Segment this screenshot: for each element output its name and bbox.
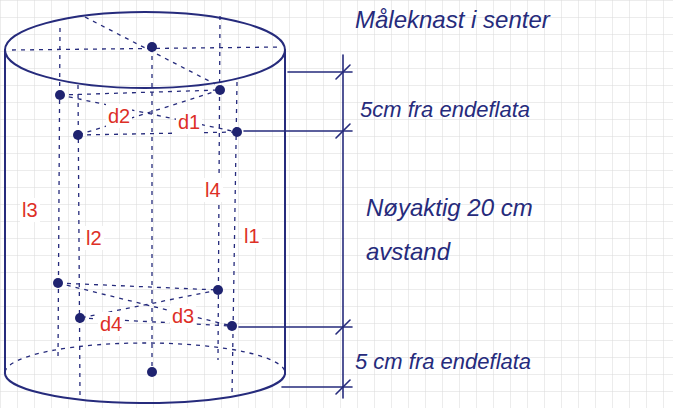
length-label: l1 bbox=[242, 224, 262, 248]
bottom-ellipse-back bbox=[5, 343, 285, 374]
distance-label: d2 bbox=[106, 104, 132, 128]
distance-label: d4 bbox=[98, 312, 124, 336]
dimension-text: Nøyaktig 20 cm avstand bbox=[366, 186, 591, 274]
diameter-line bbox=[60, 95, 237, 132]
ring-line bbox=[58, 283, 218, 290]
dimension-tick bbox=[336, 65, 350, 79]
ring-line bbox=[78, 132, 237, 135]
length-label: l2 bbox=[84, 226, 104, 250]
measure-point bbox=[232, 127, 242, 137]
length-label: l4 bbox=[203, 178, 223, 202]
measure-point bbox=[53, 278, 63, 288]
dimension-text: 5cm fra endeflata bbox=[360, 97, 530, 123]
measure-line bbox=[58, 28, 60, 360]
extension-line bbox=[239, 326, 352, 328]
measure-point bbox=[73, 130, 83, 140]
measure-point bbox=[55, 90, 65, 100]
measure-point bbox=[75, 313, 85, 323]
measure-point bbox=[213, 285, 223, 295]
measure-point bbox=[227, 321, 237, 331]
ring-line bbox=[60, 90, 220, 95]
dimension-line bbox=[342, 55, 344, 398]
dimension-tick bbox=[336, 124, 350, 138]
dimension-text: 5 cm fra endeflata bbox=[355, 349, 531, 375]
dimension-tick bbox=[336, 380, 350, 394]
hidden-line bbox=[12, 47, 280, 50]
bottom-ellipse-front bbox=[5, 372, 285, 403]
distance-label: d3 bbox=[170, 304, 196, 328]
diameter-line bbox=[78, 90, 220, 135]
note-text: Måleknast i senter bbox=[355, 6, 550, 35]
measure-point bbox=[215, 85, 225, 95]
hidden-line bbox=[85, 17, 215, 84]
top-ellipse bbox=[5, 12, 285, 88]
distance-label: d1 bbox=[176, 110, 202, 134]
cylinder-side bbox=[284, 50, 286, 374]
extension-line bbox=[244, 130, 352, 132]
diameter-line bbox=[58, 283, 232, 326]
cylinder-side bbox=[4, 50, 6, 372]
center-axis bbox=[151, 47, 152, 372]
length-label: l3 bbox=[20, 198, 40, 222]
dimension-tick bbox=[336, 320, 350, 334]
measure-point bbox=[147, 367, 157, 377]
measure-point bbox=[147, 42, 157, 52]
